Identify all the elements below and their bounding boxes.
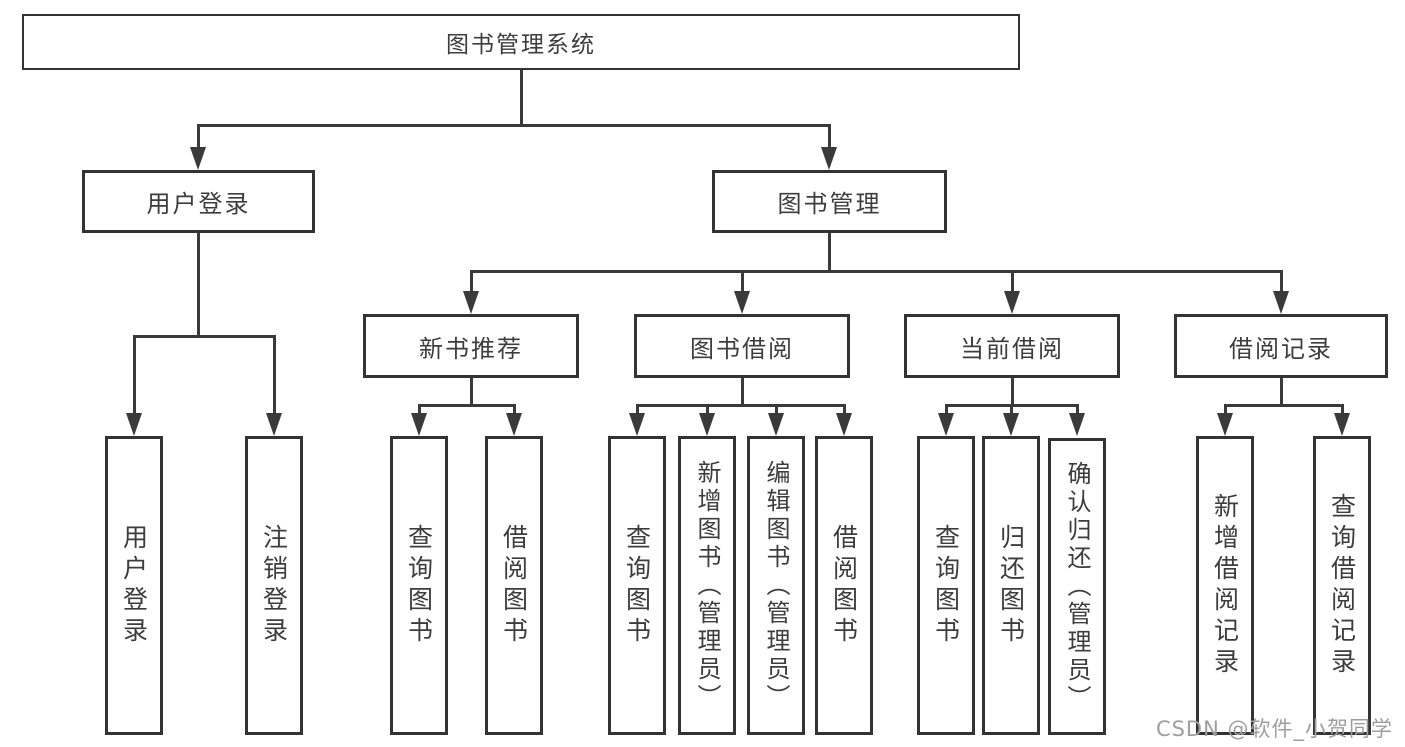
connector-level2-horizontal bbox=[197, 124, 831, 127]
connector-stem bbox=[775, 404, 778, 416]
node-query-borrow-record: 查询借阅记录 bbox=[1313, 436, 1371, 735]
connector-drop bbox=[1280, 378, 1283, 406]
arrow-down-icon bbox=[411, 413, 427, 436]
connector-stem bbox=[741, 270, 744, 294]
arrow-down-icon bbox=[1069, 413, 1085, 436]
connector-horizontal bbox=[1224, 404, 1344, 407]
node-edit-books-admin: 编辑图书（管理员） bbox=[747, 436, 805, 735]
connector-stem bbox=[1224, 404, 1227, 416]
arrow-down-icon bbox=[506, 413, 522, 436]
connector-drop bbox=[470, 378, 473, 406]
arrow-down-icon bbox=[699, 413, 715, 436]
connector-stem bbox=[418, 404, 421, 416]
arrow-down-icon bbox=[821, 147, 837, 170]
node-return-books: 归还图书 bbox=[982, 436, 1040, 735]
arrow-down-icon bbox=[768, 413, 784, 436]
connector-horizontal bbox=[636, 404, 846, 407]
arrow-down-icon bbox=[734, 291, 750, 314]
arrow-down-icon bbox=[126, 413, 142, 436]
node-add-borrow-record: 新增借阅记录 bbox=[1196, 436, 1254, 735]
arrow-down-icon bbox=[1004, 291, 1020, 314]
connector-horizontal bbox=[418, 404, 516, 407]
connector-user-login-drop bbox=[197, 233, 200, 335]
arrow-down-icon bbox=[1217, 413, 1233, 436]
connector-stem bbox=[197, 124, 200, 150]
arrow-down-icon bbox=[836, 413, 852, 436]
connector-drop bbox=[741, 378, 744, 406]
arrow-down-icon bbox=[266, 413, 282, 436]
connector-stem bbox=[273, 335, 276, 415]
connector-user-login-horizontal bbox=[133, 335, 276, 338]
connector-stem bbox=[513, 404, 516, 416]
node-book-management: 图书管理 bbox=[712, 170, 947, 233]
arrow-down-icon bbox=[1273, 291, 1289, 314]
connector-stem bbox=[843, 404, 846, 416]
node-query-books-current: 查询图书 bbox=[917, 436, 975, 735]
connector-drop bbox=[1011, 378, 1014, 406]
connector-stem bbox=[470, 270, 473, 294]
connector-stem bbox=[1341, 404, 1344, 416]
node-logout-action: 注销登录 bbox=[245, 436, 303, 735]
connector-stem bbox=[1076, 404, 1079, 416]
node-query-books-recommend: 查询图书 bbox=[390, 436, 448, 735]
node-user-login: 用户登录 bbox=[82, 170, 315, 233]
connector-book-management-drop bbox=[828, 233, 831, 272]
node-confirm-return-admin: 确认归还（管理员） bbox=[1048, 438, 1106, 735]
connector-stem bbox=[133, 335, 136, 415]
node-book-borrowing: 图书借阅 bbox=[634, 314, 850, 378]
arrow-down-icon bbox=[463, 291, 479, 314]
node-borrow-books-borrowing: 借阅图书 bbox=[815, 436, 873, 735]
node-add-books-admin: 新增图书（管理员） bbox=[678, 436, 736, 735]
arrow-down-icon bbox=[1334, 413, 1350, 436]
node-library-management-system: 图书管理系统 bbox=[22, 14, 1020, 70]
node-borrow-books-recommend: 借阅图书 bbox=[485, 436, 543, 735]
node-current-borrowing: 当前借阅 bbox=[904, 314, 1120, 378]
arrow-down-icon bbox=[938, 413, 954, 436]
connector-root-drop bbox=[520, 70, 523, 126]
connector-stem bbox=[636, 404, 639, 416]
connector-stem bbox=[1011, 270, 1014, 294]
arrow-down-icon bbox=[190, 147, 206, 170]
connector-stem bbox=[1010, 404, 1013, 416]
node-new-book-recommend: 新书推荐 bbox=[363, 314, 579, 378]
connector-stem bbox=[1280, 270, 1283, 294]
csdn-watermark: CSDN @软件_小贺同学 bbox=[1155, 717, 1393, 741]
node-user-login-action: 用户登录 bbox=[105, 436, 163, 735]
connector-stem bbox=[706, 404, 709, 416]
connector-stem bbox=[945, 404, 948, 416]
connector-stem bbox=[828, 124, 831, 150]
node-borrowing-records: 借阅记录 bbox=[1174, 314, 1388, 378]
arrow-down-icon bbox=[1003, 413, 1019, 436]
node-query-books-borrowing: 查询图书 bbox=[608, 436, 666, 735]
connector-level3-horizontal bbox=[470, 270, 1283, 273]
arrow-down-icon bbox=[629, 413, 645, 436]
